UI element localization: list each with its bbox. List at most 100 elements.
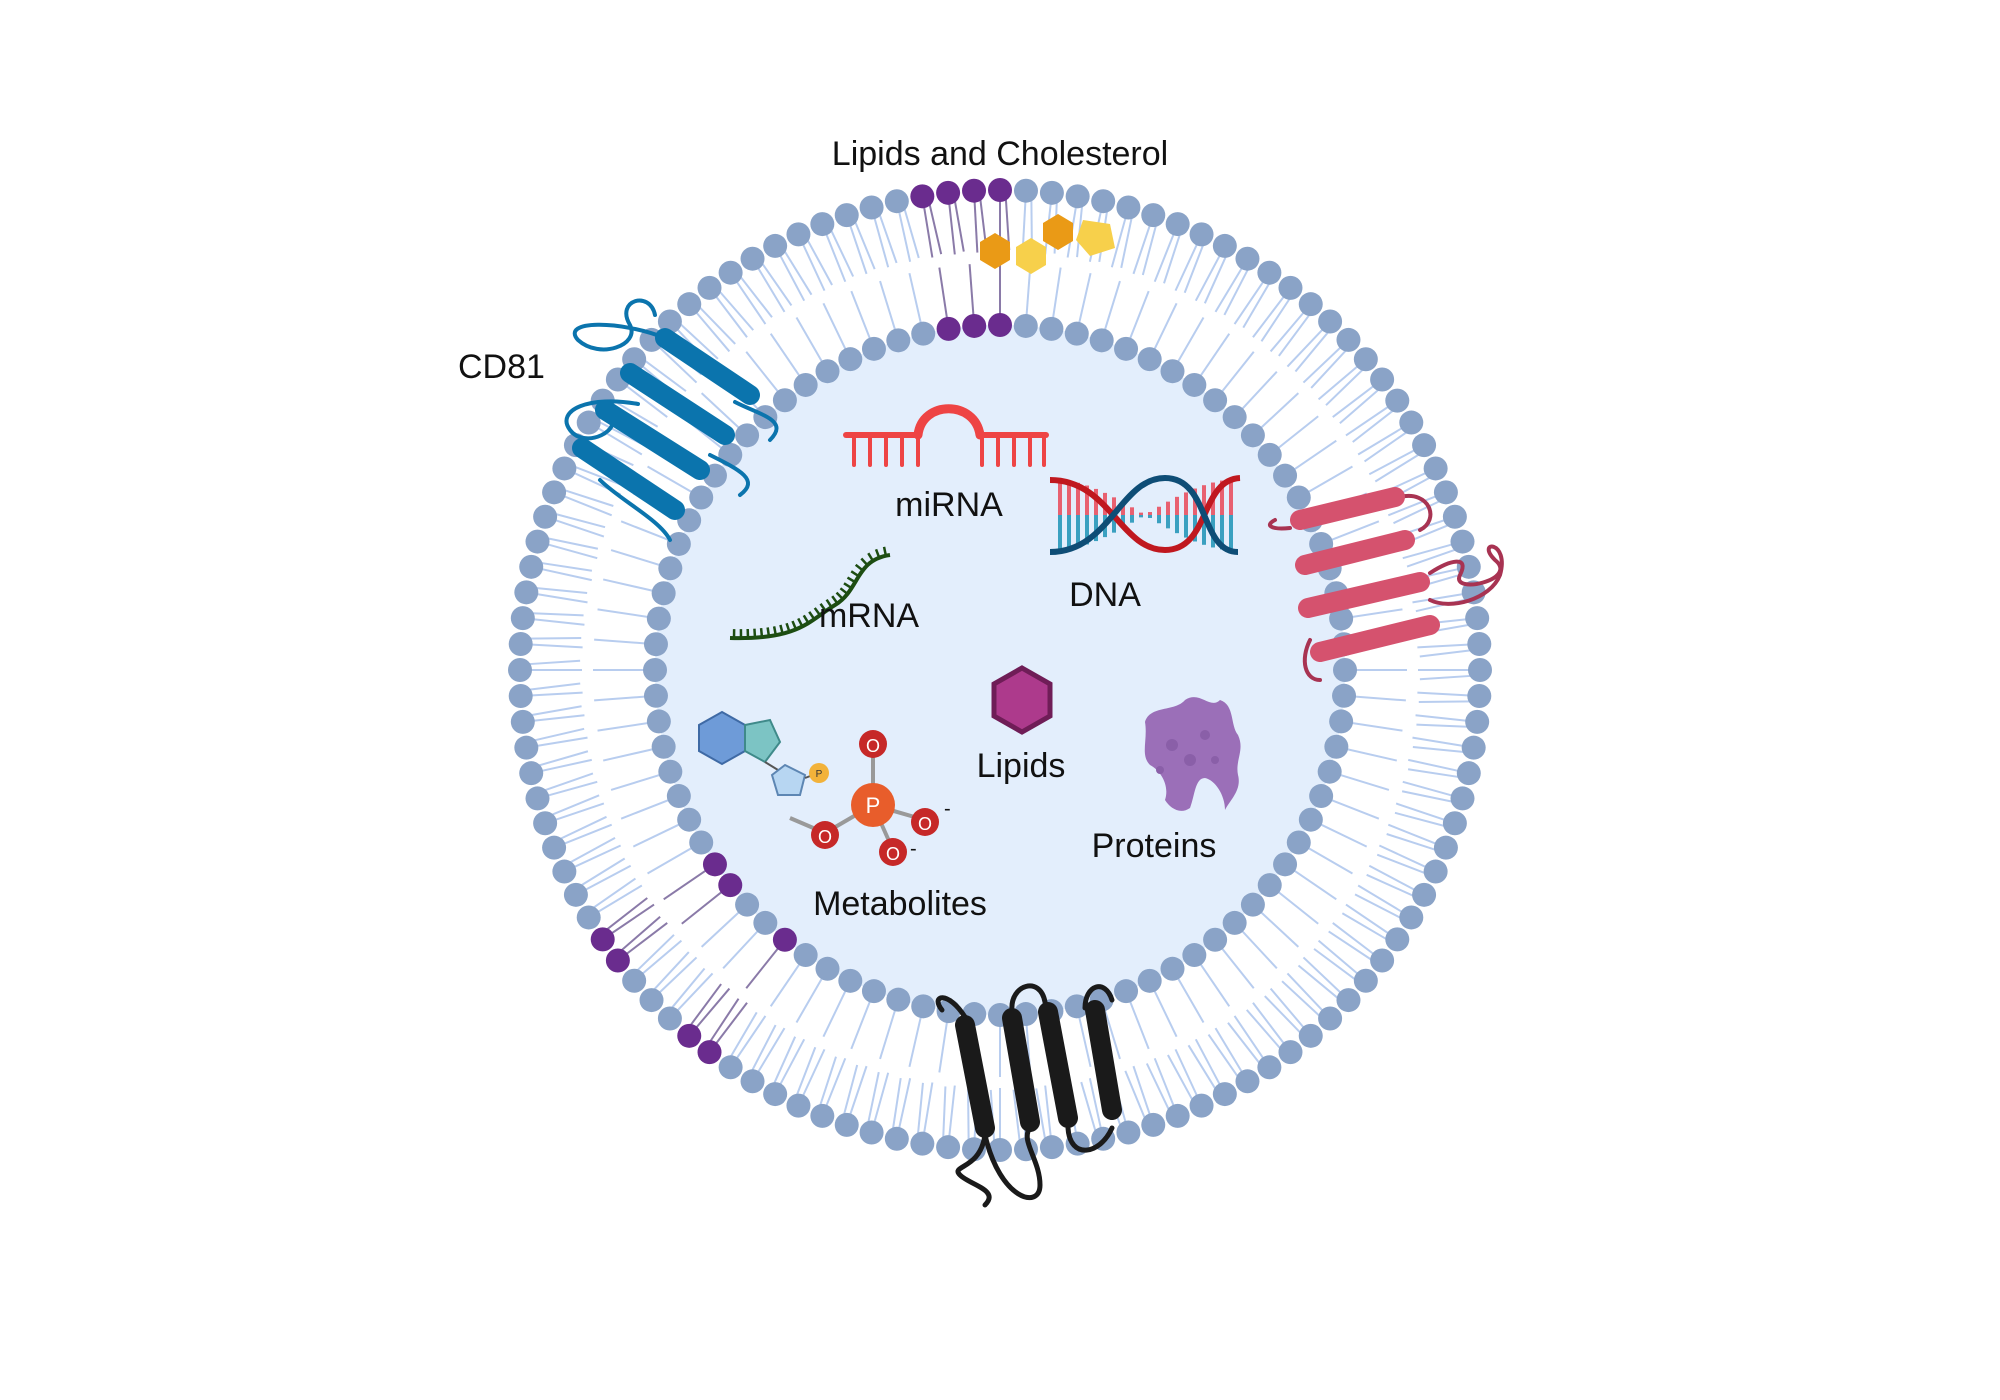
oxygen-atom-label-bottom: O — [886, 844, 900, 864]
outer-lipid-tail — [842, 1064, 859, 1118]
outer-lipid-head — [1257, 260, 1282, 285]
outer-lipid-tail — [669, 967, 706, 1011]
outer-lipid-head — [622, 968, 647, 993]
outer-lipid-head — [884, 189, 909, 214]
outer-lipid-tail — [531, 727, 585, 743]
outer-lipid-head — [740, 246, 765, 271]
outer-lipid-tail — [902, 205, 920, 259]
outer-lipid-head — [1278, 1040, 1303, 1065]
inner-lipid-head — [1309, 784, 1334, 809]
outer-lipid-tail — [772, 1036, 797, 1087]
outer-lipid-tail — [1281, 980, 1323, 1019]
label-proteins: Proteins — [1092, 827, 1217, 865]
outer-lipid-head — [533, 811, 558, 836]
outer-lipid-tail — [677, 321, 719, 360]
outer-lipid-tail — [1297, 964, 1341, 1001]
outer-lipid-tail — [603, 897, 648, 933]
raft-lipid-head — [590, 927, 615, 952]
outer-lipid-head — [859, 1120, 884, 1145]
outer-lipid-head — [639, 988, 664, 1013]
outer-lipid-head — [834, 203, 859, 228]
outer-lipid-tail — [1207, 1033, 1241, 1080]
raft-lipid-head — [772, 927, 797, 952]
outer-lipid-tail — [866, 1071, 880, 1126]
protein-blob-icon — [1144, 697, 1241, 811]
outer-lipid-tail — [891, 1077, 902, 1132]
red-transmembrane-protein-icon — [1268, 487, 1504, 682]
outer-lipid-head — [1433, 835, 1458, 860]
outer-lipid-head — [697, 275, 722, 300]
outer-lipid-tail — [942, 1086, 947, 1141]
outer-lipid-head — [1385, 927, 1410, 952]
inner-lipid-head — [1257, 873, 1282, 898]
outer-lipid-tail — [707, 998, 740, 1045]
oxygen-atom-label-left: O — [818, 827, 832, 847]
outer-lipid-head — [1257, 1055, 1282, 1080]
inner-lipid-head — [689, 485, 714, 510]
oxygen-atom-label-top: O — [866, 736, 880, 756]
mrna-icon — [729, 546, 891, 641]
inner-lipid-head — [861, 336, 886, 361]
outer-lipid-head — [1423, 456, 1448, 481]
outer-lipid-tail — [1203, 253, 1228, 304]
outer-lipid-tail — [1313, 948, 1359, 982]
raft-lipid-head — [718, 873, 743, 898]
outer-lipid-tail — [818, 1056, 837, 1109]
outer-lipid-head — [763, 1082, 788, 1107]
outer-lipid-head — [1442, 811, 1467, 836]
outer-lipid-head — [508, 632, 533, 657]
outer-lipid-tail — [688, 983, 722, 1029]
inner-lipid-head — [1273, 463, 1298, 488]
outer-lipid-head — [1141, 1112, 1166, 1137]
inner-lipid-head — [911, 321, 936, 346]
outer-lipid-head — [1467, 683, 1492, 708]
outer-lipid-tail — [1310, 347, 1349, 389]
outer-lipid-head — [1433, 480, 1458, 505]
outer-lipid-tail — [967, 1088, 970, 1143]
outer-lipid-tail — [1145, 1063, 1172, 1113]
outer-lipid-head — [533, 504, 558, 529]
label-metabolites: Metabolites — [813, 885, 987, 923]
inner-lipid-head — [772, 388, 797, 413]
outer-lipid-tail — [618, 916, 661, 954]
inner-lipid-head — [1160, 359, 1185, 384]
cholesterol-icon — [980, 214, 1115, 274]
inner-lipid-head — [815, 956, 840, 981]
outer-lipid-head — [1423, 859, 1448, 884]
raft-lipid-head — [910, 184, 935, 209]
outer-lipid-head — [1298, 1023, 1323, 1048]
outer-lipid-tail — [1187, 1044, 1218, 1092]
outer-lipid-tail — [527, 637, 582, 640]
outer-lipid-head — [1412, 882, 1437, 907]
inner-lipid-head — [793, 372, 818, 397]
outer-lipid-tail — [927, 201, 943, 255]
outer-lipid-head — [1412, 433, 1437, 458]
outer-lipid-tail — [1163, 231, 1182, 284]
outer-lipid-tail — [1278, 311, 1312, 357]
outer-lipid-tail — [716, 288, 754, 331]
outer-lipid-head — [552, 456, 577, 481]
inner-lipid-head — [1064, 321, 1089, 346]
inner-lipid-head — [1182, 943, 1207, 968]
outer-lipid-head — [1039, 1135, 1064, 1160]
inner-lipid-head — [838, 347, 863, 372]
inner-lipid-head — [643, 683, 668, 708]
outer-lipid-tail — [1141, 222, 1158, 276]
outer-lipid-tail — [552, 512, 606, 529]
negative-charge-right: - — [944, 798, 951, 820]
outer-lipid-tail — [1393, 498, 1443, 525]
outer-lipid-tail — [590, 877, 637, 911]
outer-lipid-head — [1116, 1120, 1141, 1145]
outer-lipid-head — [519, 761, 544, 786]
outer-lipid-tail — [1328, 930, 1375, 963]
inner-lipid-head — [1222, 405, 1247, 430]
outer-lipid-head — [525, 529, 550, 554]
outer-lipid-tail — [566, 837, 616, 865]
outer-lipid-head — [718, 1055, 743, 1080]
outer-lipid-tail — [541, 772, 594, 793]
outer-lipid-tail — [1124, 1070, 1147, 1122]
inner-lipid-head — [1317, 759, 1342, 784]
outer-lipid-head — [576, 410, 601, 435]
outer-lipid-tail — [1412, 746, 1467, 754]
outer-lipid-tail — [1386, 833, 1439, 852]
